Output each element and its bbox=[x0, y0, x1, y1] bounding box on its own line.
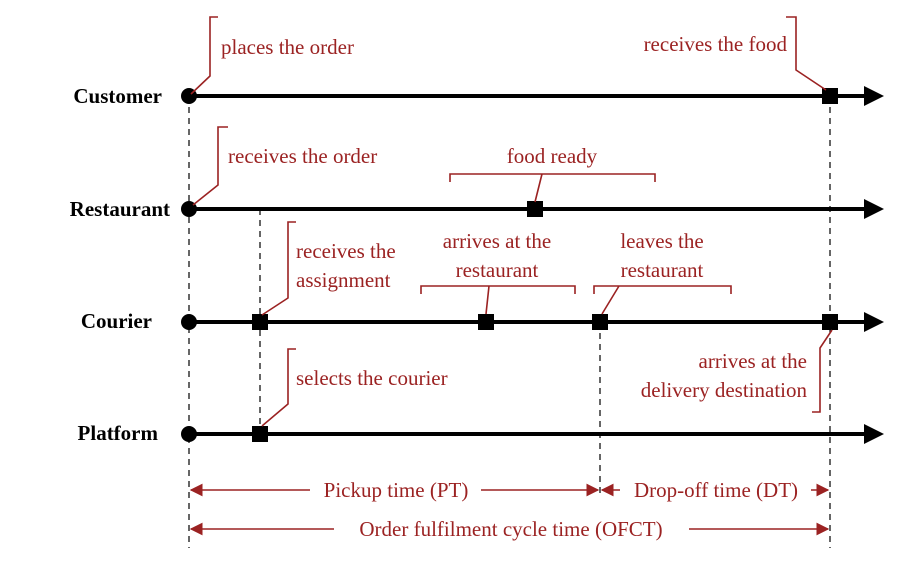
bracket-arrives-destination bbox=[812, 329, 833, 413]
annotation-arrives-destination-line2: delivery destination bbox=[641, 378, 808, 402]
event-marker-receives-food bbox=[822, 88, 838, 104]
lane-label-customer: Customer bbox=[73, 84, 162, 108]
annotation-arrives-restaurant-line1: arrives at the bbox=[443, 229, 551, 253]
annotation-receives-food: receives the food bbox=[644, 32, 788, 56]
timeline-courier bbox=[181, 312, 884, 332]
annotation-selects-courier: selects the courier bbox=[296, 366, 448, 390]
span-label-ofct: Order fulfilment cycle time (OFCT) bbox=[359, 517, 662, 541]
timeline-arrowhead bbox=[864, 312, 884, 332]
span-label-pickup: Pickup time (PT) bbox=[324, 478, 469, 502]
bracket-receives-assignment bbox=[261, 221, 296, 316]
span-pickup-time: Pickup time (PT) bbox=[189, 478, 600, 502]
annotation-receives-assignment-line2: assignment bbox=[296, 268, 391, 292]
event-marker-arrives-restaurant bbox=[478, 314, 494, 330]
annotation-food-ready: food ready bbox=[507, 144, 598, 168]
event-marker-food-ready bbox=[527, 201, 543, 217]
timeline-arrowhead bbox=[864, 86, 884, 106]
lane-label-restaurant: Restaurant bbox=[70, 197, 170, 221]
bracket-places-order bbox=[190, 16, 218, 95]
timeline-restaurant bbox=[181, 199, 884, 219]
event-marker-arrives-destination bbox=[822, 314, 838, 330]
annotation-arrives-destination-line1: arrives at the bbox=[699, 349, 807, 373]
timeline-customer bbox=[181, 86, 884, 106]
event-marker-leaves-restaurant bbox=[592, 314, 608, 330]
timeline-platform bbox=[181, 424, 884, 444]
bracket-selects-courier bbox=[261, 348, 296, 427]
lane-label-courier: Courier bbox=[81, 309, 152, 333]
timeline-arrowhead bbox=[864, 199, 884, 219]
annotation-receives-order: receives the order bbox=[228, 144, 377, 168]
span-label-dropoff: Drop-off time (DT) bbox=[634, 478, 798, 502]
span-ofct: Order fulfilment cycle time (OFCT) bbox=[189, 517, 830, 541]
annotation-places-order: places the order bbox=[221, 35, 354, 59]
annotation-leaves-restaurant-line2: restaurant bbox=[621, 258, 704, 282]
bracket-leaves-restaurant bbox=[593, 285, 732, 315]
start-dot bbox=[181, 426, 197, 442]
annotation-arrives-restaurant-line2: restaurant bbox=[456, 258, 539, 282]
annotation-leaves-restaurant-line1: leaves the bbox=[620, 229, 703, 253]
bracket-receives-order bbox=[192, 126, 228, 206]
bracket-receives-food bbox=[786, 16, 827, 91]
event-marker-receives-assignment bbox=[252, 314, 268, 330]
annotation-receives-assignment-line1: receives the bbox=[296, 239, 396, 263]
span-dropoff-time: Drop-off time (DT) bbox=[600, 478, 830, 502]
bracket-arrives-restaurant bbox=[420, 285, 576, 315]
timeline-arrowhead bbox=[864, 424, 884, 444]
lane-label-platform: Platform bbox=[78, 421, 159, 445]
event-marker-selects-courier bbox=[252, 426, 268, 442]
bracket-food-ready bbox=[449, 173, 656, 203]
start-dot bbox=[181, 314, 197, 330]
